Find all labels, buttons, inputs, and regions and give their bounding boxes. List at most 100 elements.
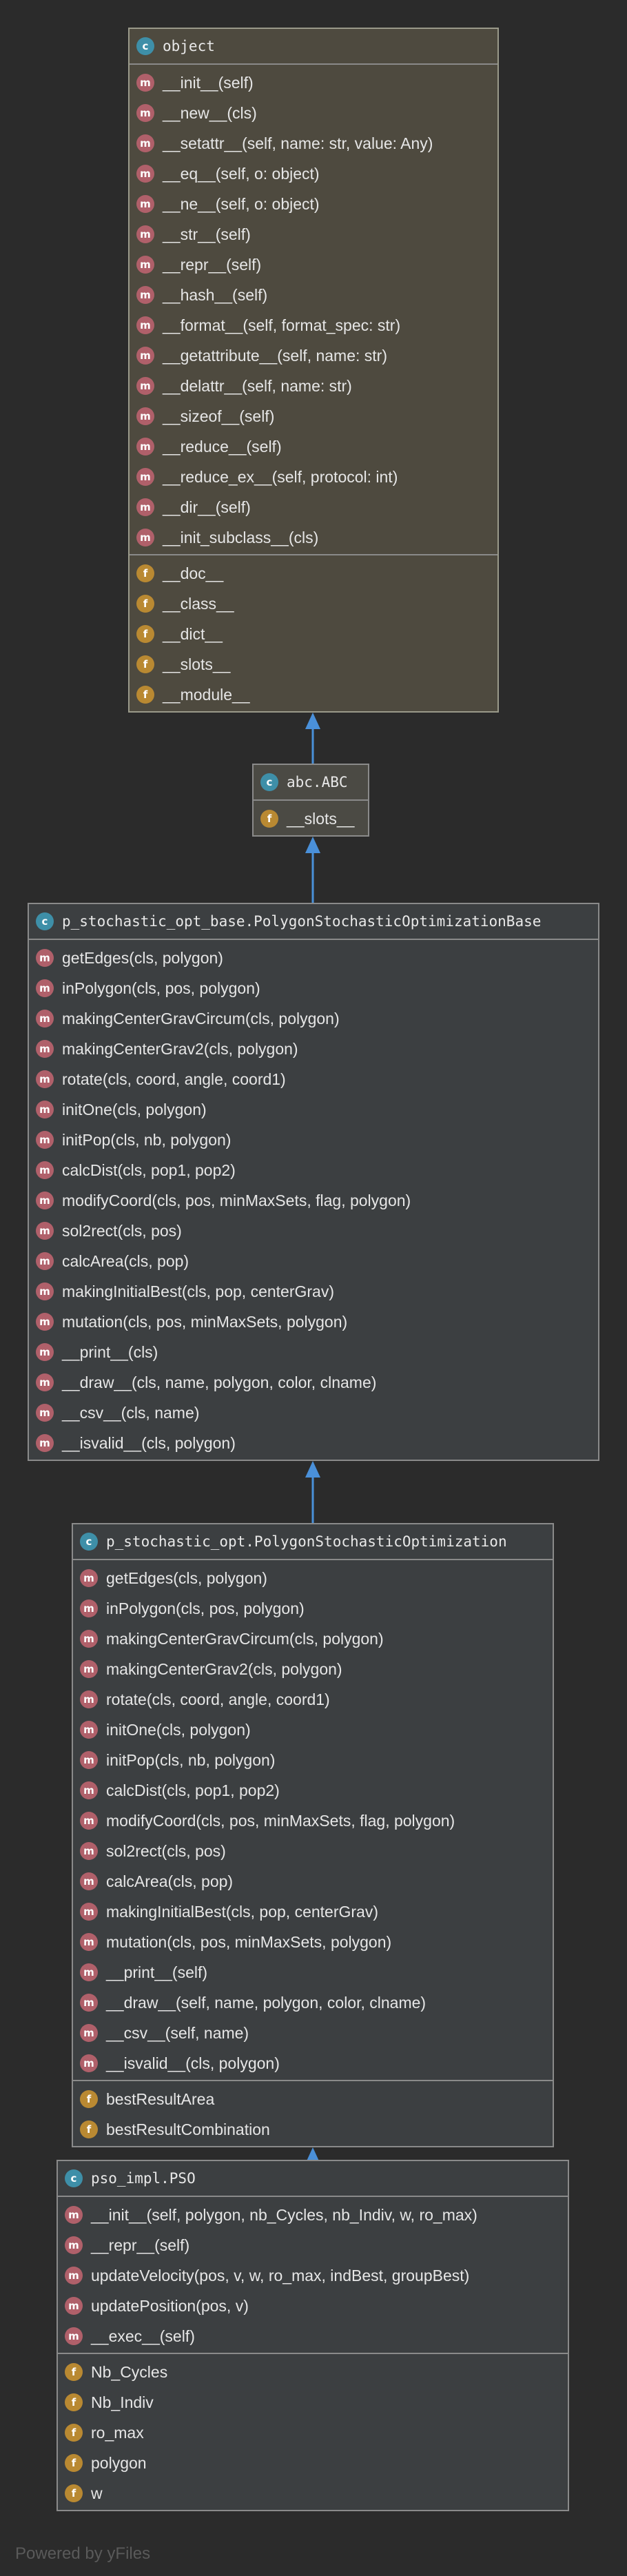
method-icon: m [136, 347, 154, 365]
field-module[interactable]: f__module__ [130, 679, 497, 710]
method-icon: m [80, 1963, 98, 1981]
method-init[interactable]: m__init__(self) [130, 68, 497, 98]
field-dict[interactable]: f__dict__ [130, 619, 497, 649]
method-signature: calcDist(cls, pop1, pop2) [62, 1161, 236, 1179]
method-init[interactable]: m__init__(self, polygon, nb_Cycles, nb_I… [58, 2200, 568, 2230]
method-init-subclass[interactable]: m__init_subclass__(cls) [130, 522, 497, 553]
method-signature: mutation(cls, pos, minMaxSets, polygon) [106, 1932, 392, 1951]
method-new[interactable]: m__new__(cls) [130, 98, 497, 128]
field-slots[interactable]: f__slots__ [130, 649, 497, 679]
method-print[interactable]: m__print__(cls) [29, 1337, 598, 1367]
method-reduce-ex[interactable]: m__reduce_ex__(self, protocol: int) [130, 462, 497, 492]
method-csv[interactable]: m__csv__(self, name) [73, 2018, 553, 2048]
field-icon: f [136, 564, 154, 582]
method-icon: m [80, 1812, 98, 1830]
method-eq[interactable]: m__eq__(self, o: object) [130, 159, 497, 189]
method-format[interactable]: m__format__(self, format_spec: str) [130, 310, 497, 340]
field-class[interactable]: f__class__ [130, 589, 497, 619]
method-getattribute[interactable]: m__getattribute__(self, name: str) [130, 340, 497, 371]
method-sizeof[interactable]: m__sizeof__(self) [130, 401, 497, 431]
method-isvalid[interactable]: m__isvalid__(cls, polygon) [29, 1428, 598, 1458]
method-signature: __repr__(self) [91, 2236, 190, 2254]
method-dir[interactable]: m__dir__(self) [130, 492, 497, 522]
field-icon: f [65, 2454, 83, 2472]
method-draw[interactable]: m__draw__(self, name, polygon, color, cl… [73, 1987, 553, 2018]
method-icon: m [80, 1903, 98, 1921]
method-csv[interactable]: m__csv__(cls, name) [29, 1398, 598, 1428]
method-signature: makingInitialBest(cls, pop, centerGrav) [62, 1282, 334, 1300]
method-signature: updatePosition(pos, v) [91, 2296, 249, 2315]
methods-section: m__init__(self)m__new__(cls)m__setattr__… [130, 65, 497, 554]
method-ne[interactable]: m__ne__(self, o: object) [130, 189, 497, 219]
method-signature: mutation(cls, pos, minMaxSets, polygon) [62, 1312, 348, 1331]
method-reduce[interactable]: m__reduce__(self) [130, 431, 497, 462]
method-delattr[interactable]: m__delattr__(self, name: str) [130, 371, 497, 401]
method-signature: __sizeof__(self) [163, 407, 275, 425]
method-isvalid[interactable]: m__isvalid__(cls, polygon) [73, 2048, 553, 2078]
method-hash[interactable]: m__hash__(self) [130, 280, 497, 310]
method-signature: updateVelocity(pos, v, w, ro_max, indBes… [91, 2266, 470, 2284]
method-setattr[interactable]: m__setattr__(self, name: str, value: Any… [130, 128, 497, 159]
method-signature: modifyCoord(cls, pos, minMaxSets, flag, … [62, 1191, 411, 1209]
method-str[interactable]: m__str__(self) [130, 219, 497, 249]
method-icon: m [136, 225, 154, 243]
method-signature: rotate(cls, coord, angle, coord1) [62, 1070, 286, 1088]
method-repr[interactable]: m__repr__(self) [58, 2230, 568, 2260]
method-icon: m [136, 74, 154, 92]
class-name: p_stochastic_opt.PolygonStochasticOptimi… [106, 1533, 507, 1550]
method-exec[interactable]: m__exec__(self) [58, 2321, 568, 2351]
field-doc[interactable]: f__doc__ [130, 558, 497, 589]
method-signature: __format__(self, format_spec: str) [163, 316, 401, 334]
method-print[interactable]: m__print__(self) [73, 1957, 553, 1987]
method-repr[interactable]: m__repr__(self) [130, 249, 497, 280]
method-draw[interactable]: m__draw__(cls, name, polygon, color, cln… [29, 1367, 598, 1398]
field-slots[interactable]: f__slots__ [254, 804, 368, 834]
